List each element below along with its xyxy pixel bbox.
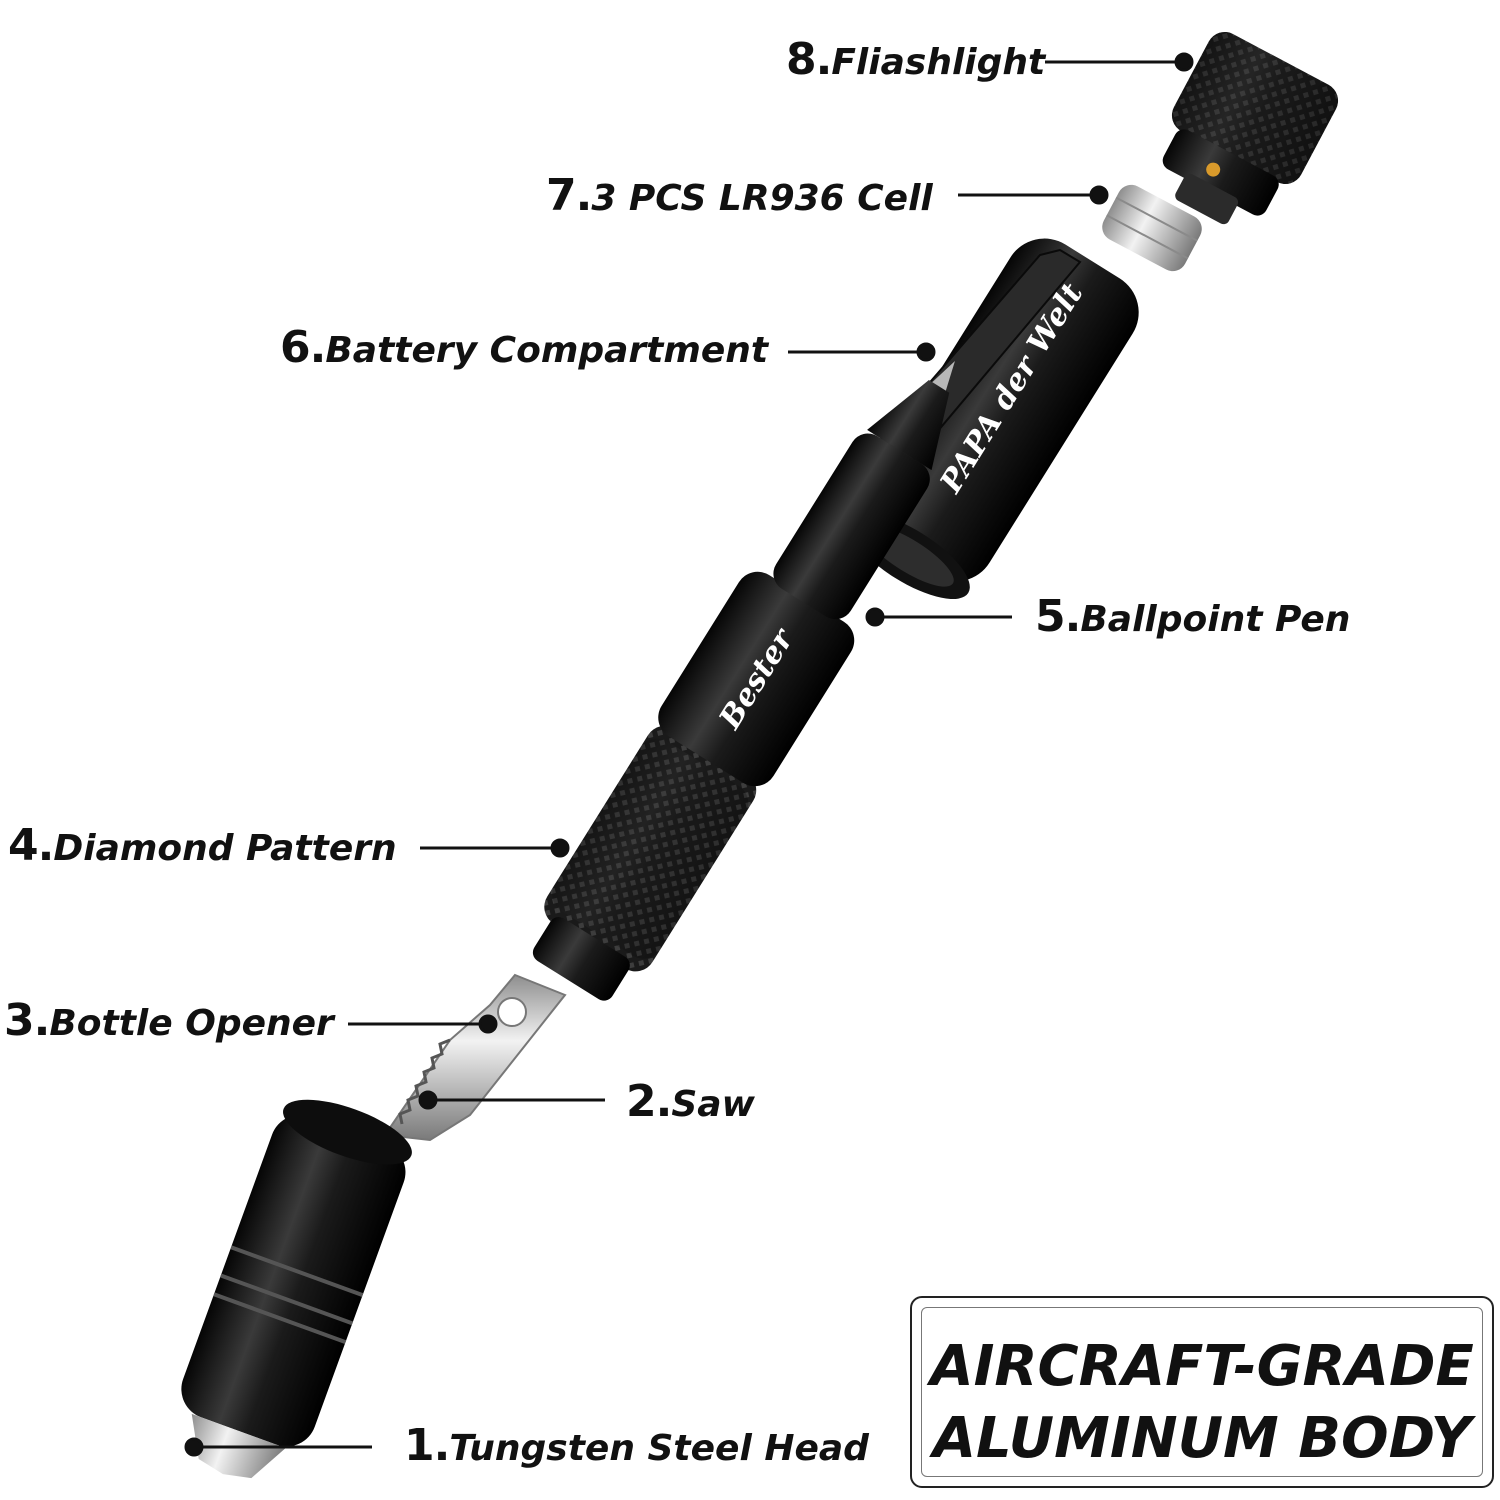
label-flashlight: 8.Fliashlight <box>786 34 1046 85</box>
label-bottle-opener: 3.Bottle Opener <box>4 995 334 1046</box>
label-battery-cell: 7.3 PCS LR936 Cell <box>546 170 933 221</box>
label-battery-compartment: 6.Battery Compartment <box>280 322 769 373</box>
label-tungsten-head: 1.Tungsten Steel Head <box>404 1420 869 1471</box>
tungsten-head-section <box>181 1099 412 1479</box>
flashlight-head <box>1162 31 1339 225</box>
leader-lines <box>184 52 1194 1457</box>
label-saw: 2.Saw <box>626 1076 755 1127</box>
callout-line-2: ALUMINUM BODY <box>932 1406 1472 1471</box>
callout-inner-border <box>921 1307 1483 1477</box>
label-diamond-pattern: 4.Diamond Pattern <box>8 820 397 871</box>
pen-body: Bester <box>532 360 955 1001</box>
material-callout-box: AIRCRAFT-GRADE ALUMINUM BODY <box>910 1296 1494 1488</box>
callout-line-1: AIRCRAFT-GRADE <box>930 1334 1474 1399</box>
saw-blade <box>383 973 567 1142</box>
battery-cells <box>1102 184 1202 272</box>
label-ballpoint-pen: 5.Ballpoint Pen <box>1035 591 1351 642</box>
